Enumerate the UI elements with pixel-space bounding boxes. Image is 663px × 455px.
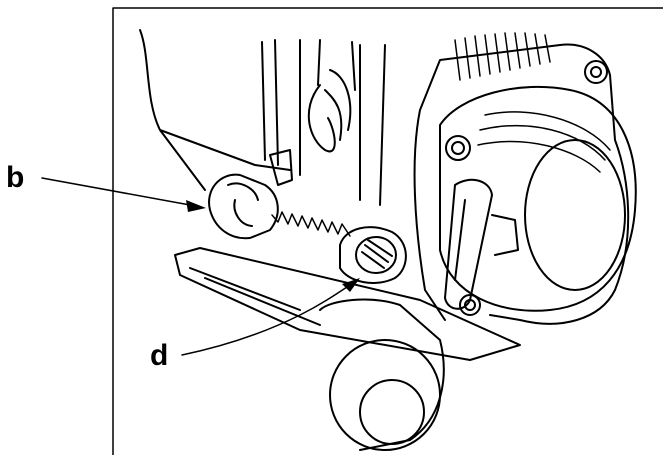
dipstick-spring <box>271 211 351 237</box>
lower-housing <box>319 298 445 451</box>
callout-label-b: b <box>6 161 25 194</box>
arrowhead-b <box>186 200 206 212</box>
starter-cover <box>439 85 637 312</box>
leader-line-d <box>181 284 351 356</box>
figure-frame <box>112 7 663 455</box>
starter-handle <box>444 178 493 310</box>
engine-cover-outline <box>139 29 291 191</box>
base-plate <box>174 247 521 361</box>
cover-bolts <box>445 60 608 316</box>
callout-label-d: d <box>150 339 169 372</box>
oil-filler-plug <box>208 173 279 240</box>
oil-filler-neck <box>339 226 407 284</box>
hose-lines <box>307 69 352 153</box>
frame-struts <box>261 39 386 206</box>
arrowhead-d <box>342 278 360 292</box>
handle-bracket <box>491 214 519 256</box>
leader-line-b <box>41 177 191 206</box>
engine-body <box>413 43 630 325</box>
